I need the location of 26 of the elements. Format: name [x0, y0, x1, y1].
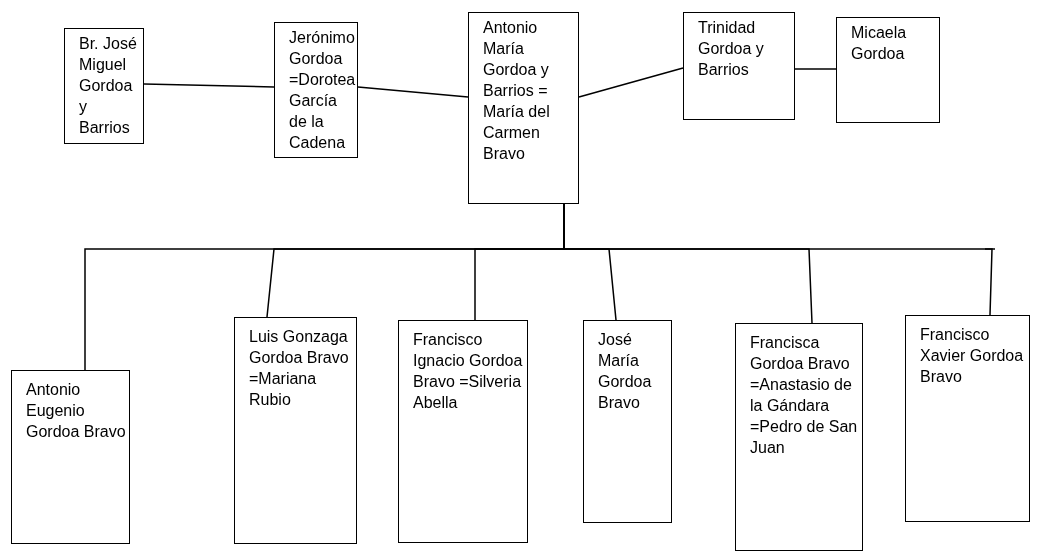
person-name: Francisco Ignacio Gordoa Bravo =Silveria Abella [413, 330, 524, 413]
person-name: Francisco Xavier Gordoa Bravo [920, 325, 1025, 387]
person-box [836, 17, 940, 123]
person-box [468, 12, 579, 204]
person-name: Micaela Gordoa [851, 23, 908, 64]
connector-line [578, 67, 684, 98]
person-name: Br. José Miguel Gordoa y Barrios [79, 34, 138, 138]
person-name: Trinidad Gordoa y Barrios [698, 18, 765, 80]
connector-line [794, 68, 837, 70]
person-box [398, 320, 528, 543]
person-box [683, 12, 795, 120]
person-box [583, 320, 672, 523]
person-box [905, 315, 1030, 522]
person-name: Antonio Eugenio Gordoa Bravo [26, 380, 127, 442]
person-box [234, 317, 357, 544]
person-name: José María Gordoa Bravo [598, 330, 653, 413]
person-box [64, 28, 144, 144]
person-name: Antonio María Gordoa y Barrios = María del Carmen Bravo [483, 18, 551, 164]
person-box [735, 323, 863, 551]
connector-line [357, 86, 469, 98]
person-box [274, 22, 358, 158]
person-box [11, 370, 130, 544]
person-name: Francisca Gordoa Bravo =Anastasio de la Gándara =Pedro de San Juan [750, 333, 859, 458]
person-name: Luis Gonzaga Gordoa Bravo =Mariana Rubio [249, 327, 350, 410]
person-name: Jerónimo Gordoa =Dorotea García de la Cadena [289, 28, 355, 153]
connector-line [143, 83, 275, 88]
